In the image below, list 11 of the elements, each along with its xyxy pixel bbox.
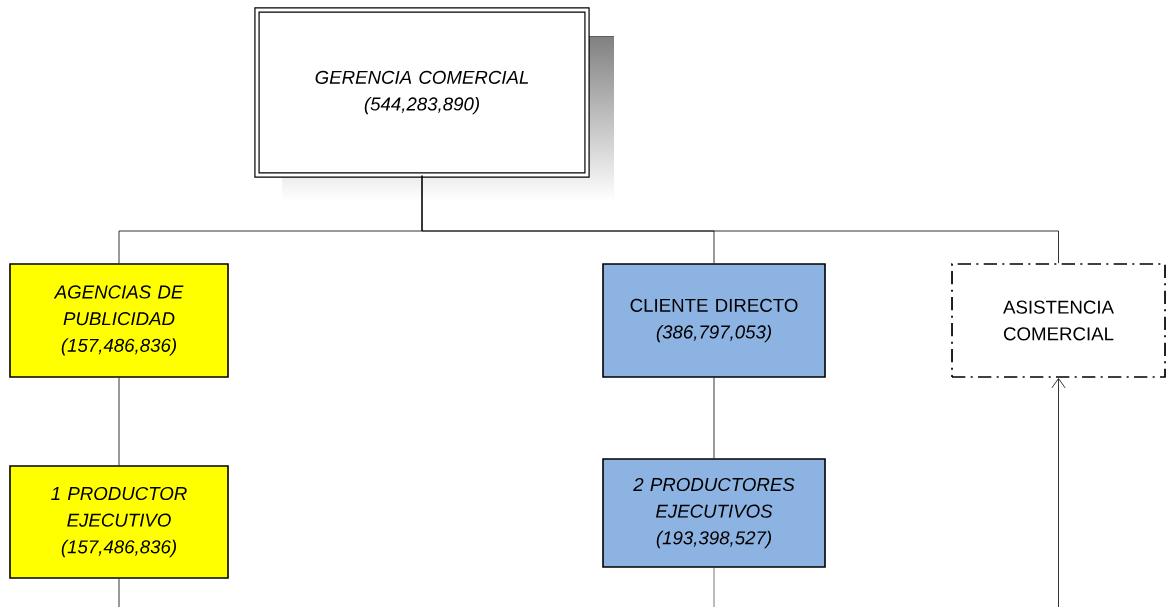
arrow [1051,378,1066,607]
connector-line [118,377,120,466]
connector-line [421,175,1059,264]
department-box: CLIENTE DIRECTO (386,797,053) [602,263,826,378]
department-box: 1 PRODUCTOR EJECUTIVO (157,486,836) [9,465,229,579]
connector-line [118,578,120,607]
department-box: 2 PRODUCTORES EJECUTIVOS (193,398,527) [602,458,826,568]
connector-line [713,377,715,459]
department-box: GERENCIA COMERCIAL (544,283,890) [254,7,590,178]
department-box: AGENCIAS DE PUBLICIDAD (157,486,836) [9,263,229,378]
support-box: ASISTENCIA COMERCIAL [951,263,1166,378]
